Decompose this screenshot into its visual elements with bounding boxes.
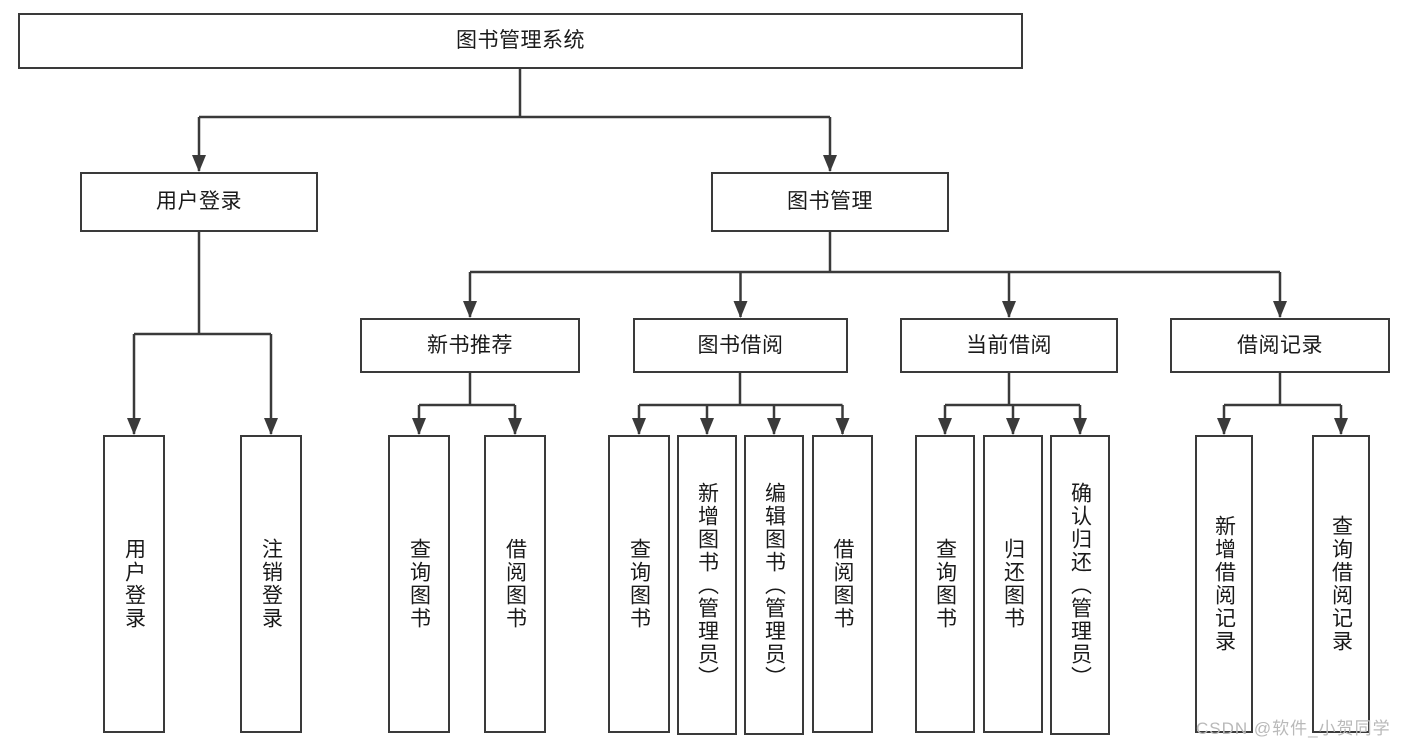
- node-label: 当前借阅: [966, 333, 1052, 357]
- node-label: 归还图书: [1001, 538, 1025, 630]
- node-label: 编辑图书（管理员）: [762, 481, 786, 689]
- node-label: 查询图书: [407, 538, 431, 630]
- node-root[interactable]: 图书管理系统: [18, 13, 1023, 69]
- node-label: 借阅图书: [503, 538, 527, 630]
- node-label: 图书管理系统: [456, 29, 585, 53]
- node-l3_8[interactable]: 查询图书: [915, 435, 975, 733]
- node-label: 新增图书（管理员）: [695, 481, 719, 689]
- node-label: 查询借阅记录: [1329, 515, 1353, 653]
- node-l3_7[interactable]: 借阅图书: [812, 435, 873, 733]
- node-label: 用户登录: [122, 538, 146, 630]
- node-label: 图书借阅: [697, 333, 784, 357]
- node-l3_10[interactable]: 确认归还（管理员）: [1050, 435, 1110, 735]
- node-l1_0[interactable]: 用户登录: [80, 172, 318, 232]
- node-l2_3[interactable]: 借阅记录: [1170, 318, 1390, 373]
- node-label: 借阅记录: [1237, 333, 1323, 357]
- node-label: 查询图书: [627, 538, 651, 630]
- node-l2_0[interactable]: 新书推荐: [360, 318, 580, 373]
- node-l3_1[interactable]: 注销登录: [240, 435, 302, 733]
- node-l2_1[interactable]: 图书借阅: [633, 318, 848, 373]
- node-l1_1[interactable]: 图书管理: [711, 172, 949, 232]
- node-l3_9[interactable]: 归还图书: [983, 435, 1043, 733]
- node-label: 图书管理: [787, 190, 873, 214]
- node-label: 注销登录: [259, 538, 283, 630]
- node-l3_0[interactable]: 用户登录: [103, 435, 165, 733]
- node-l3_5[interactable]: 新增图书（管理员）: [677, 435, 737, 735]
- node-l2_2[interactable]: 当前借阅: [900, 318, 1118, 373]
- node-l3_12[interactable]: 查询借阅记录: [1312, 435, 1370, 733]
- node-l3_3[interactable]: 借阅图书: [484, 435, 546, 733]
- node-label: 用户登录: [156, 190, 242, 214]
- node-l3_11[interactable]: 新增借阅记录: [1195, 435, 1253, 733]
- node-label: 借阅图书: [831, 538, 854, 630]
- node-label: 查询图书: [933, 538, 957, 630]
- node-l3_2[interactable]: 查询图书: [388, 435, 450, 733]
- node-l3_4[interactable]: 查询图书: [608, 435, 670, 733]
- node-l3_6[interactable]: 编辑图书（管理员）: [744, 435, 804, 735]
- node-label: 新增借阅记录: [1212, 515, 1236, 653]
- node-label: 新书推荐: [427, 333, 513, 357]
- node-label: 确认归还（管理员）: [1068, 481, 1092, 689]
